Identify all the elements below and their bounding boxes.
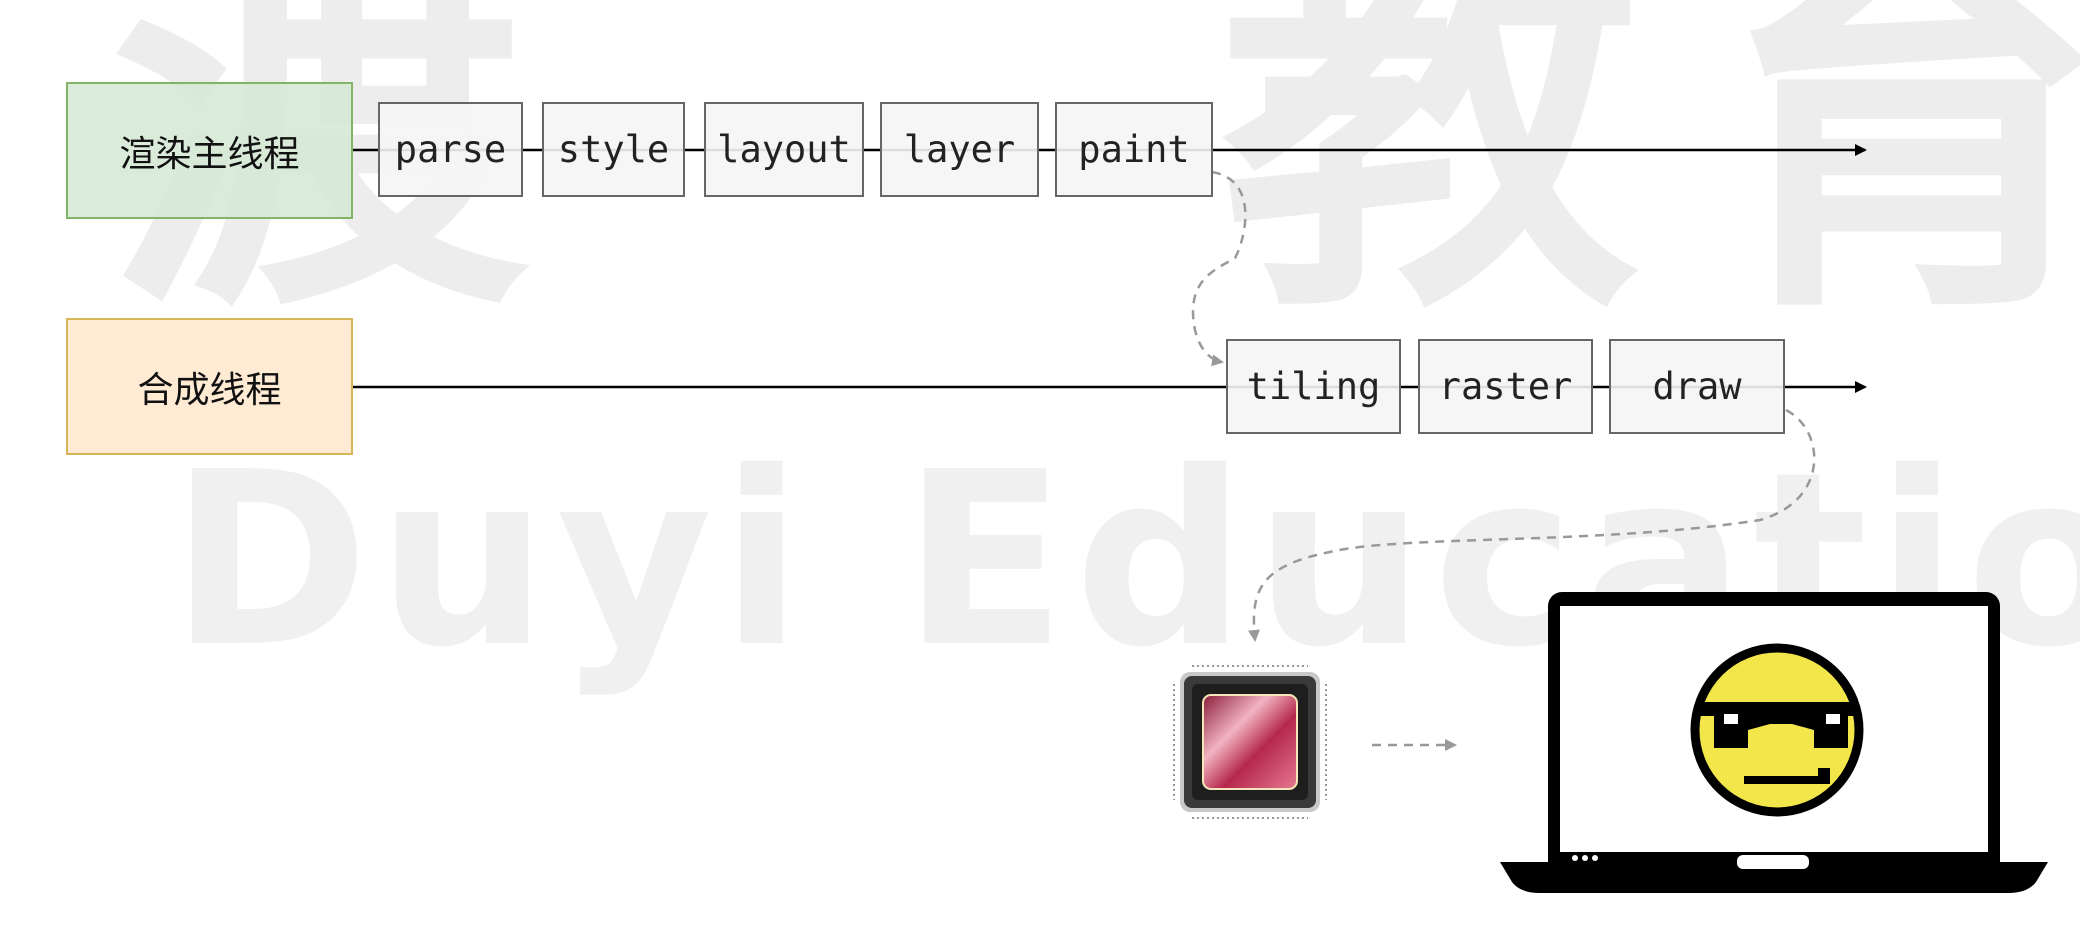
gpu-chip-icon	[1173, 665, 1327, 819]
main-thread-label: 渲染主线程	[66, 82, 353, 219]
stage-style: style	[542, 102, 685, 197]
sunglasses-smiley-icon	[1690, 643, 1864, 817]
stage-tiling: tiling	[1226, 339, 1401, 434]
watermark-chinese-3: 育	[1700, 0, 2080, 364]
stage-layout: layout	[704, 102, 864, 197]
draw-to-gpu-arrow	[1248, 408, 1816, 642]
stage-parse: parse	[378, 102, 523, 197]
paint-to-tiling-arrow	[1191, 170, 1247, 367]
stage-draw: draw	[1609, 339, 1785, 434]
stage-paint: paint	[1055, 102, 1213, 197]
watermark-chinese-2: 教	[1220, 0, 1640, 364]
stage-layer: layer	[880, 102, 1039, 197]
stage-raster: raster	[1418, 339, 1593, 434]
compositor-thread-label: 合成线程	[66, 318, 353, 455]
